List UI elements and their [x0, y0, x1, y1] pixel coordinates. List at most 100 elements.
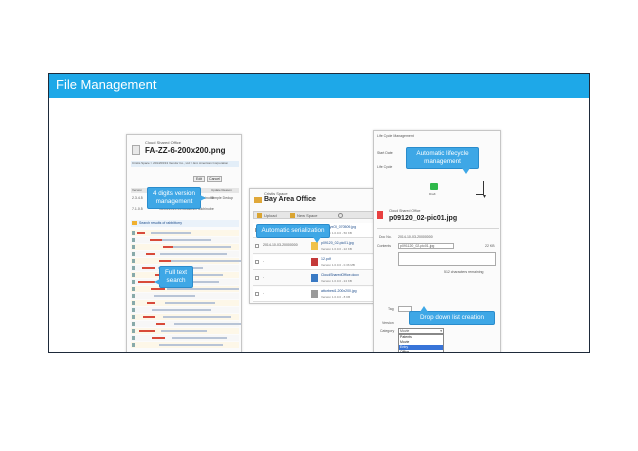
category-option[interactable]: Office	[399, 350, 443, 352]
slide-frame: File Management Cloud Shared Office FA-Z…	[48, 73, 590, 353]
contents-input[interactable]: p091120_02-pic01.jpg	[398, 243, 454, 249]
result-text	[154, 295, 195, 297]
search-result-row[interactable]	[131, 251, 239, 257]
start-date-label: Start Date	[377, 151, 393, 155]
tag-input[interactable]	[398, 306, 412, 312]
upload-icon	[257, 213, 262, 218]
version-row[interactable]: 7.1.0.5 16/04/2014 23:22 Takeshi Michino…	[131, 207, 239, 212]
folder-icon	[132, 221, 137, 225]
document-icon	[132, 280, 135, 284]
category-option[interactable]: Movie	[399, 340, 443, 345]
category-option[interactable]: Patents	[399, 335, 443, 340]
search-result-row[interactable]	[131, 314, 239, 320]
search-result-row[interactable]	[131, 293, 239, 299]
search-result-row[interactable]	[131, 328, 239, 334]
document-icon	[132, 287, 135, 291]
search-result-row[interactable]	[131, 258, 241, 264]
search-result-row[interactable]	[131, 307, 239, 313]
search-results-header: Search results of rabbittorry	[131, 220, 239, 227]
match-highlight	[146, 253, 155, 255]
match-highlight	[139, 330, 155, 332]
document-icon	[132, 252, 135, 256]
search-result-row[interactable]	[131, 237, 239, 243]
office-name: Bay Area Office	[264, 196, 316, 203]
document-icon	[132, 245, 135, 249]
match-highlight	[163, 246, 175, 248]
document-icon	[132, 301, 135, 305]
file-name-link[interactable]: p09120_02-pic01.jpg	[321, 241, 354, 245]
arrow-down-right-icon	[476, 181, 484, 195]
breadcrumb-bar: Cristis Space > 2014/03/13 Vendor Co., L…	[131, 161, 239, 167]
draft-state-icon	[430, 183, 438, 190]
version-author: Takeshi Michinobe	[185, 207, 214, 211]
draft-label: Draft	[429, 192, 436, 196]
doc-no-label: Doc No.	[379, 235, 392, 239]
result-text	[167, 288, 239, 290]
search-result-row[interactable]	[131, 286, 239, 292]
doc-no-value: 2014-10-03-20000000	[398, 235, 433, 239]
callout-dropdown-creation: Drop down list creation	[409, 306, 495, 325]
document-icon	[132, 336, 135, 340]
file-type-icon	[311, 274, 318, 282]
characters-remaining: 512 characters remaining	[444, 270, 484, 274]
life-cycle-label: Life Cycle	[377, 165, 393, 169]
file-version: Version 1.0.0.0 - 8 KB	[321, 295, 351, 299]
search-result-row[interactable]	[131, 300, 239, 306]
result-text	[172, 337, 227, 339]
category-option[interactable]: Entry	[399, 345, 443, 350]
version-management-screenshot: Cloud Shared Office FA-ZZ-6-200x200.png …	[126, 134, 242, 352]
row-checkbox[interactable]	[255, 276, 259, 280]
file-name-link[interactable]: moneyxOl_070509.jpg	[321, 225, 357, 229]
document-icon	[132, 315, 135, 319]
edit-button[interactable]: Edit	[193, 176, 205, 182]
contents-filename: p091120_02-pic01.jpg	[400, 244, 435, 248]
result-text	[163, 316, 231, 318]
file-icon	[132, 145, 140, 155]
version-reason: Simple Dedup	[211, 196, 233, 200]
match-highlight	[147, 302, 155, 304]
row-checkbox[interactable]	[255, 260, 259, 264]
file-icon	[377, 211, 383, 219]
space-header: Cristis Space	[264, 191, 288, 196]
new-space-button[interactable]: New Space	[297, 213, 318, 218]
description-textarea[interactable]	[398, 252, 496, 266]
document-icon	[132, 343, 135, 347]
office-name: Cloud Shared Office	[145, 140, 181, 145]
serial-number: -	[263, 275, 265, 279]
search-result-row[interactable]	[131, 335, 239, 341]
settings-icon[interactable]	[338, 213, 343, 218]
version-label: Version	[382, 321, 394, 325]
title-bar: File Management	[49, 74, 589, 98]
file-name: p09120_02-pic01.jpg	[389, 215, 458, 222]
upload-button[interactable]: Upload	[264, 213, 277, 218]
file-name-link[interactable]: CloudSharedOffice.docx	[321, 273, 359, 277]
callout-automatic-lifecycle: Automatic lifecycle management	[406, 147, 479, 174]
search-result-row[interactable]	[131, 230, 239, 236]
file-name-link[interactable]: 12.pdf	[321, 257, 331, 261]
match-highlight	[138, 281, 155, 283]
file-version: Version 1.0.0.0 - 24 KB	[321, 279, 352, 283]
search-result-row[interactable]	[131, 321, 241, 327]
row-checkbox[interactable]	[255, 292, 259, 296]
category-select[interactable]: Movie ▾	[398, 328, 444, 334]
result-text	[171, 260, 241, 262]
file-size: 22 KB	[485, 244, 495, 248]
result-text	[152, 309, 211, 311]
document-icon	[132, 273, 135, 277]
file-name-link[interactable]: attorbest1.200x200.jpg	[321, 289, 357, 293]
search-result-row[interactable]	[131, 244, 239, 250]
result-text	[165, 302, 215, 304]
office-icon	[254, 197, 262, 203]
cancel-button[interactable]: Cancel	[207, 176, 222, 182]
match-highlight	[137, 232, 145, 234]
search-result-row[interactable]	[131, 342, 239, 348]
serialization-screenshot: Cristis Space Bay Area Office Upload New…	[249, 188, 379, 304]
row-checkbox[interactable]	[255, 244, 259, 248]
file-type-icon	[311, 242, 318, 250]
match-highlight	[159, 260, 175, 262]
